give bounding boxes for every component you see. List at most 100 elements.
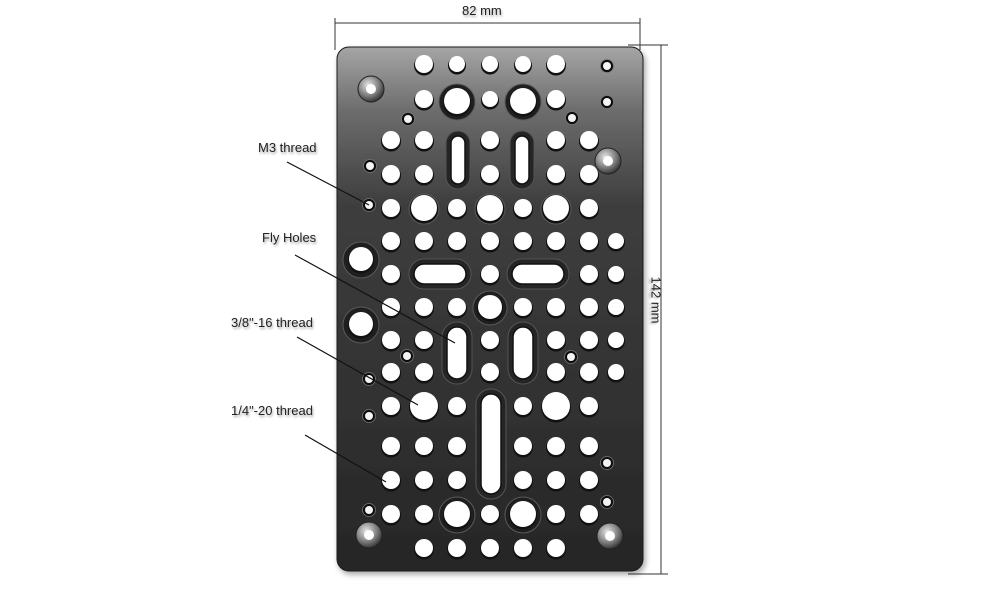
hole: [448, 471, 466, 489]
small-hole: [567, 353, 575, 361]
hole: [580, 165, 598, 183]
hole: [382, 265, 400, 283]
hole: [514, 298, 532, 316]
callout-leader-lines: [286, 161, 456, 483]
large-hole: [444, 88, 470, 114]
hole: [580, 298, 598, 316]
hole: [580, 397, 598, 415]
large-hole: [411, 195, 437, 221]
hole: [382, 505, 400, 523]
small-hole: [403, 352, 411, 360]
hole: [547, 90, 565, 108]
hole: [580, 363, 598, 381]
large-hole: [477, 195, 503, 221]
large-hole: [349, 247, 373, 271]
dimension-lines: [334, 18, 668, 575]
hole: [514, 232, 532, 250]
hole: [482, 56, 498, 72]
small-hole: [568, 114, 576, 122]
large-hole: [543, 195, 569, 221]
hole: [415, 505, 433, 523]
hole: [481, 505, 499, 523]
countersunk-center: [605, 531, 615, 541]
small-hole: [404, 115, 412, 123]
hole: [580, 437, 598, 455]
hole: [547, 298, 565, 316]
hole: [415, 437, 433, 455]
hole: [580, 199, 598, 217]
hole: [382, 471, 400, 489]
hole: [608, 266, 624, 282]
hole: [514, 539, 532, 557]
slot-hole: [514, 135, 530, 185]
hole: [449, 56, 465, 72]
hole: [514, 471, 532, 489]
hole: [481, 539, 499, 557]
callout-m3-thread: M3 thread: [258, 140, 317, 155]
hole: [580, 331, 598, 349]
hole: [514, 397, 532, 415]
callout-3-8-16-thread: 3/8"-16 thread: [231, 315, 313, 330]
small-hole: [603, 98, 611, 106]
large-hole: [349, 312, 373, 336]
hole: [608, 233, 624, 249]
hole: [547, 363, 565, 381]
hole: [547, 437, 565, 455]
hole: [580, 505, 598, 523]
hole: [415, 165, 433, 183]
hole: [448, 437, 466, 455]
small-hole: [365, 506, 373, 514]
hole: [415, 131, 433, 149]
hole: [481, 232, 499, 250]
callout-leader-m3: [286, 161, 370, 206]
hole: [448, 298, 466, 316]
hole: [448, 539, 466, 557]
hole: [382, 199, 400, 217]
hole: [382, 298, 400, 316]
width-dimension-label: 82 mm: [462, 3, 502, 18]
hole: [481, 165, 499, 183]
small-hole: [366, 162, 374, 170]
hole: [415, 232, 433, 250]
large-hole: [542, 392, 570, 420]
hole: [580, 131, 598, 149]
slot-hole: [480, 393, 502, 495]
slot-hole: [512, 326, 534, 380]
hole: [547, 232, 565, 250]
hole: [448, 199, 466, 217]
small-hole: [365, 412, 373, 420]
hole: [382, 232, 400, 250]
hole: [547, 505, 565, 523]
hole: [482, 91, 498, 107]
slot-hole: [446, 326, 468, 380]
hole: [580, 232, 598, 250]
hole: [481, 131, 499, 149]
hole: [547, 165, 565, 183]
callout-leader-38: [296, 336, 419, 406]
hole: [415, 331, 433, 349]
small-hole: [603, 459, 611, 467]
large-hole: [478, 295, 502, 319]
large-hole: [444, 501, 470, 527]
hole: [547, 55, 565, 73]
slot-holes: [408, 130, 570, 500]
hole: [547, 331, 565, 349]
hole: [481, 331, 499, 349]
large-hole: [510, 501, 536, 527]
large-hole: [410, 392, 438, 420]
height-dimension-label: 142 mm: [648, 276, 664, 324]
hole: [608, 299, 624, 315]
hole: [580, 265, 598, 283]
large-hole: [510, 88, 536, 114]
hole: [382, 165, 400, 183]
slot-hole: [413, 263, 467, 285]
hole: [547, 539, 565, 557]
hole: [415, 363, 433, 381]
callout-1-4-20-thread: 1/4"-20 thread: [231, 403, 313, 418]
hole: [481, 363, 499, 381]
hole: [415, 539, 433, 557]
callout-leader-14: [304, 434, 387, 483]
hole: [382, 131, 400, 149]
hole: [382, 331, 400, 349]
